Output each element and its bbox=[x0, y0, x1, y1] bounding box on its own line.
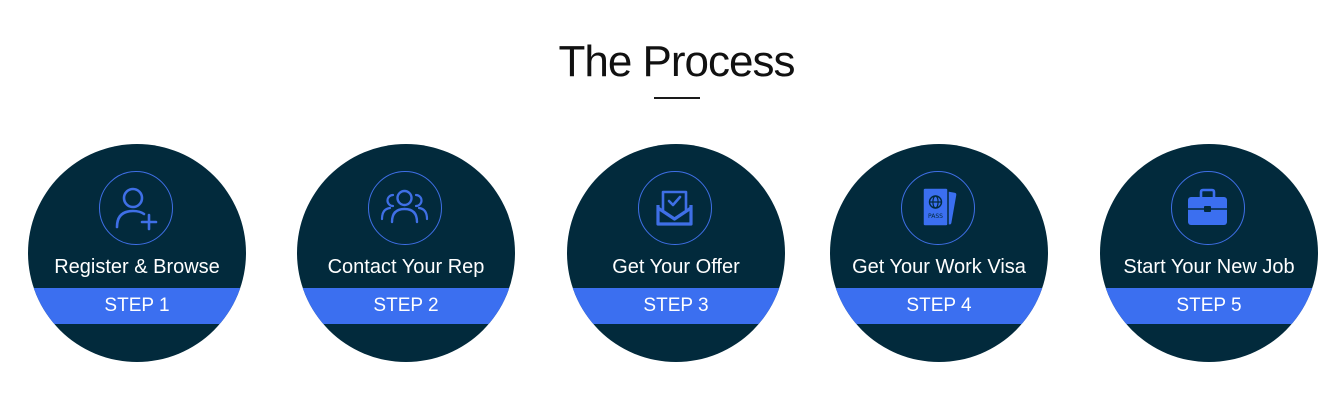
step-3-label: Get Your Offer bbox=[612, 256, 740, 278]
step-3-icon-ring bbox=[638, 171, 712, 245]
step-5-icon-ring bbox=[1171, 171, 1245, 245]
step-2-card: Contact Your Rep STEP 2 bbox=[297, 144, 515, 362]
step-3-badge: STEP 3 bbox=[567, 288, 785, 324]
mail-check-icon bbox=[656, 190, 693, 226]
step-2-icon-ring bbox=[368, 171, 442, 245]
step-5-card: Start Your New Job STEP 5 bbox=[1100, 144, 1318, 362]
page-title: The Process bbox=[558, 37, 796, 86]
briefcase-icon bbox=[1188, 188, 1227, 225]
step-4-card: PASS Get Your Work Visa STEP 4 bbox=[830, 144, 1048, 362]
add-user-icon bbox=[115, 187, 158, 231]
passport-icon-text: PASS bbox=[928, 213, 943, 220]
title-underline bbox=[654, 97, 700, 99]
group-icon bbox=[380, 189, 429, 224]
step-1-card: Register & Browse STEP 1 bbox=[28, 144, 246, 362]
step-2-badge: STEP 2 bbox=[297, 288, 515, 324]
step-5-badge: STEP 5 bbox=[1100, 288, 1318, 324]
passport-icon: PASS bbox=[922, 187, 957, 227]
step-4-label: Get Your Work Visa bbox=[852, 256, 1026, 278]
step-3-card: Get Your Offer STEP 3 bbox=[567, 144, 785, 362]
step-1-badge: STEP 1 bbox=[28, 288, 246, 324]
step-4-icon-ring: PASS bbox=[901, 171, 975, 245]
step-2-label: Contact Your Rep bbox=[327, 256, 485, 278]
step-5-label: Start Your New Job bbox=[1123, 256, 1295, 278]
step-1-icon-ring bbox=[99, 171, 173, 245]
step-1-label: Register & Browse bbox=[54, 256, 220, 278]
step-4-badge: STEP 4 bbox=[830, 288, 1048, 324]
